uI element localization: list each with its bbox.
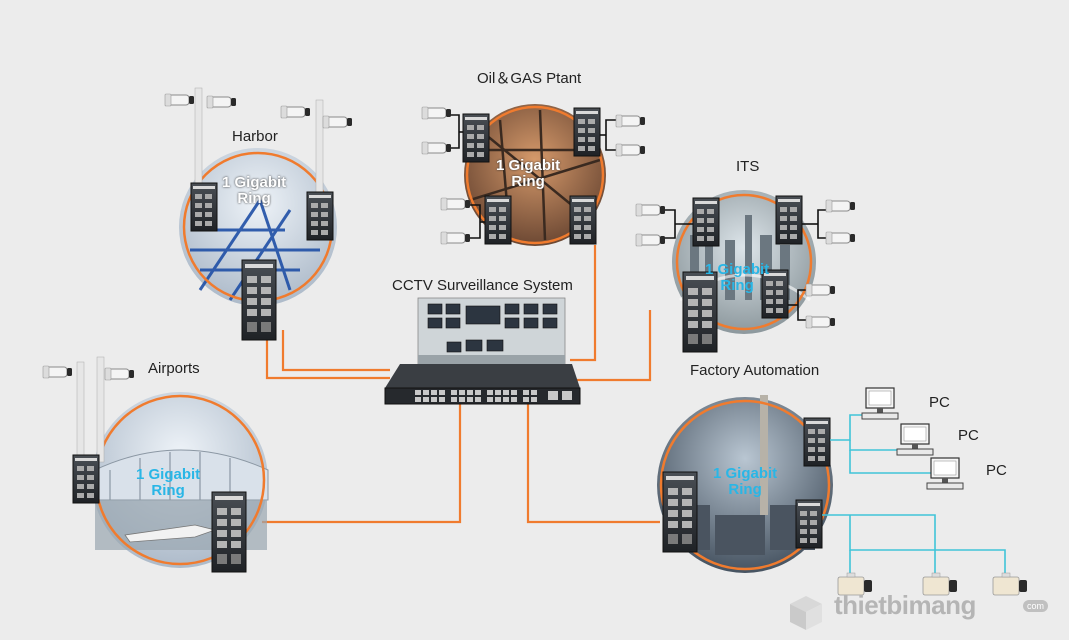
harbor-site [164,87,353,341]
airports-ring-label: 1 Gigabit Ring [136,467,200,499]
factory-site [657,387,1028,596]
ring-word: Ring [151,482,185,499]
airports-site [42,356,269,573]
watermark-text: thietbimang [834,590,976,620]
watermark-suffix: com [1023,600,1049,612]
harbor-ring-label: 1 Gigabit Ring [222,175,286,207]
pc-label: PC [958,427,979,444]
oilgas-label: Oil＆GAS Ptant [477,70,582,87]
factory-label: Factory Automation [690,362,820,379]
ring-word: Ring [511,173,545,190]
ring-speed: 1 Gigabit [496,157,561,174]
factory-ring-label: 1 Gigabit Ring [713,466,777,498]
ring-word: Ring [720,277,754,294]
ring-word: Ring [237,190,271,207]
ring-speed: 1 Gigabit [705,261,770,278]
cctv-monitor-wall [417,297,566,367]
airports-label: Airports [148,360,200,377]
its-site [635,190,856,353]
its-ring-label: 1 Gigabit Ring [705,262,769,294]
pc-label: PC [986,462,1007,479]
its-label: ITS [736,158,760,175]
cctv-center-label: CCTV Surveillance System [392,277,573,294]
pc-label: PC [929,394,950,411]
oilgas-site [421,104,646,246]
watermark-logo-icon [790,596,822,630]
ring-speed: 1 Gigabit [136,466,201,483]
harbor-label: Harbor [232,128,278,145]
ring-word: Ring [728,481,762,498]
ring-speed: 1 Gigabit [222,174,287,191]
ring-speed: 1 Gigabit [713,465,778,482]
poe-switch-icon [384,364,581,405]
uplink-lines [262,245,660,524]
oilgas-ring-label: 1 Gigabit Ring [496,158,560,190]
